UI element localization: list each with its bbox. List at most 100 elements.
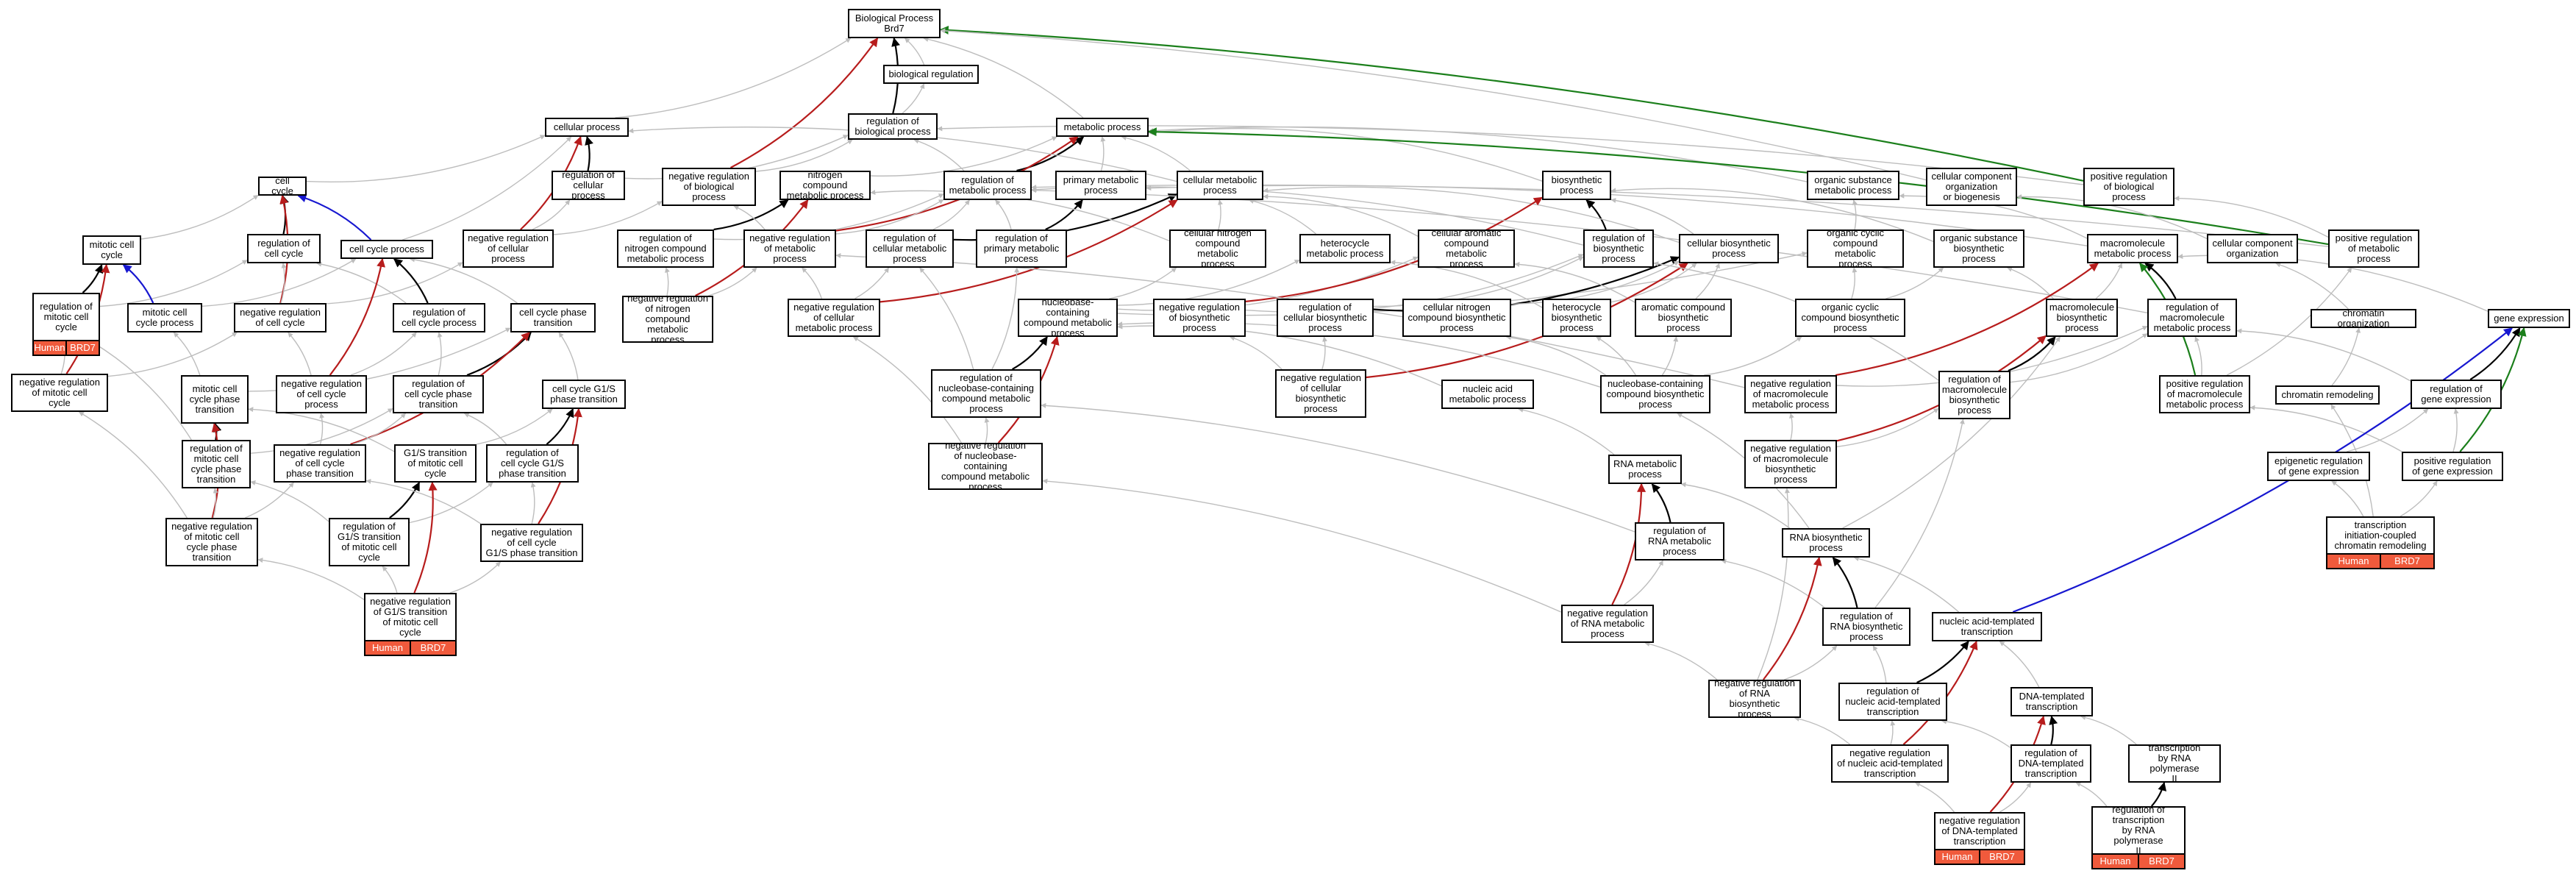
go-term-biological-regulation[interactable]: biological regulation: [883, 65, 979, 84]
is-a-edge: [1695, 263, 1720, 299]
go-term-regulation-of-cell-cycle[interactable]: regulation of cell cycle: [247, 234, 321, 263]
go-term-regulation-of-nucleic-acid-templated-transcription[interactable]: regulation of nucleic acid-templated tra…: [1838, 683, 1947, 721]
go-term-organic-cyclic-compound-metabolic-process[interactable]: organic cyclic compound metabolic proces…: [1807, 229, 1904, 268]
go-term-negative-regulation-of-g1-s-transition-of-mitotic-cell-cycle[interactable]: negative regulation of G1/S transition o…: [364, 593, 457, 641]
regulates-edge: [2008, 336, 2056, 372]
go-term-negative-regulation-of-rna-biosynthetic-process[interactable]: negative regulation of RNA biosynthetic …: [1708, 680, 1801, 718]
go-term-positive-regulation-of-biological-process[interactable]: positive regulation of biological proces…: [2083, 168, 2174, 206]
go-term-regulation-of-mitotic-cell-cycle-phase-transition[interactable]: regulation of mitotic cell cycle phase t…: [182, 440, 251, 488]
go-term-cellular-component-organization[interactable]: cellular component organization: [2207, 234, 2298, 263]
go-term-regulation-of-dna-templated-transcription[interactable]: regulation of DNA-templated transcriptio…: [2011, 744, 2091, 783]
go-term-regulation-of-biological-process[interactable]: regulation of biological process: [848, 113, 938, 140]
go-term-regulation-of-mitotic-cell-cycle[interactable]: regulation of mitotic cell cycle: [32, 293, 100, 341]
go-term-rna-metabolic-process[interactable]: RNA metabolic process: [1608, 455, 1682, 484]
go-term-mitotic-cell-cycle-phase-transition[interactable]: mitotic cell cycle phase transition: [181, 375, 249, 424]
go-term-regulation-of-primary-metabolic-process[interactable]: regulation of primary metabolic process: [976, 229, 1067, 268]
go-term-cell-cycle-g1-s-phase-transition[interactable]: cell cycle G1/S phase transition: [542, 380, 626, 409]
go-term-regulation-of-gene-expression[interactable]: regulation of gene expression: [2411, 380, 2502, 409]
go-term-chromatin-remodeling[interactable]: chromatin remodeling: [2275, 385, 2380, 405]
go-term-nitrogen-compound-metabolic-process[interactable]: nitrogen compound metabolic process: [779, 171, 871, 200]
go-term-cell-cycle-process[interactable]: cell cycle process: [340, 240, 433, 259]
go-term-biosynthetic-process[interactable]: biosynthetic process: [1542, 171, 1611, 200]
go-term-macromolecule-biosynthetic-process[interactable]: macromolecule biosynthetic process: [2046, 299, 2118, 337]
go-term-regulation-of-metabolic-process[interactable]: regulation of metabolic process: [943, 171, 1032, 200]
go-term-regulation-of-nucleobase-containing-compound-metabolic-process[interactable]: regulation of nucleobase-containing comp…: [931, 369, 1041, 418]
go-term-regulation-of-cell-cycle-g1-s-phase-transition[interactable]: regulation of cell cycle G1/S phase tran…: [486, 444, 579, 483]
go-term-negative-regulation-of-cellular-process[interactable]: negative regulation of cellular process: [463, 229, 554, 268]
go-term-macromolecule-metabolic-process[interactable]: macromolecule metabolic process: [2087, 234, 2178, 263]
go-term-metabolic-process[interactable]: metabolic process: [1056, 118, 1149, 137]
go-term-organic-cyclic-compound-biosynthetic-process[interactable]: organic cyclic compound biosynthetic pro…: [1795, 299, 1905, 337]
go-term-primary-metabolic-process[interactable]: primary metabolic process: [1055, 171, 1146, 200]
go-term-nucleic-acid-templated-transcription[interactable]: nucleic acid-templated transcription: [1932, 612, 2042, 641]
go-term-negative-regulation-of-cellular-biosynthetic-process[interactable]: negative regulation of cellular biosynth…: [1275, 369, 1366, 418]
go-term-transcription-initiation-coupled-chromatin-remodeling[interactable]: transcription initiation-coupled chromat…: [2326, 516, 2435, 555]
go-term-organic-substance-biosynthetic-process[interactable]: organic substance biosynthetic process: [1933, 229, 2024, 268]
go-term-negative-regulation-of-metabolic-process[interactable]: negative regulation of metabolic process: [743, 229, 836, 268]
is-a-edge: [2400, 480, 2438, 517]
go-term-regulation-of-macromolecule-metabolic-process[interactable]: regulation of macromolecule metabolic pr…: [2147, 299, 2237, 337]
go-term-negative-regulation-of-nitrogen-compound-metabolic-process[interactable]: negative regulation of nitrogen compound…: [622, 296, 713, 343]
go-term-dna-templated-transcription[interactable]: DNA-templated transcription: [2011, 687, 2093, 716]
go-term-regulation-of-cell-cycle-phase-transition[interactable]: regulation of cell cycle phase transitio…: [393, 375, 484, 413]
gene-tag: BRD7: [2149, 855, 2174, 866]
go-term-negative-regulation-of-cell-cycle[interactable]: negative regulation of cell cycle: [234, 303, 327, 332]
go-term-negative-regulation-of-biological-process[interactable]: negative regulation of biological proces…: [662, 168, 756, 206]
go-term-negative-regulation-of-cellular-metabolic-process[interactable]: negative regulation of cellular metaboli…: [788, 299, 880, 337]
go-term-regulation-of-g1-s-transition-of-mitotic-cell-cycle[interactable]: regulation of G1/S transition of mitotic…: [329, 518, 410, 566]
is-a-edge: [1230, 335, 1282, 370]
go-term-negative-regulation-of-rna-metabolic-process[interactable]: negative regulation of RNA metabolic pro…: [1561, 605, 1654, 643]
go-term-regulation-of-cellular-biosynthetic-process[interactable]: regulation of cellular biosynthetic proc…: [1277, 299, 1374, 337]
go-term-cellular-biosynthetic-process[interactable]: cellular biosynthetic process: [1679, 234, 1779, 263]
go-term-negative-regulation-of-cell-cycle-phase-transition[interactable]: negative regulation of cell cycle phase …: [274, 444, 366, 483]
go-term-negative-regulation-of-mitotic-cell-cycle-phase-transition[interactable]: negative regulation of mitotic cell cycl…: [165, 518, 258, 566]
go-term-positive-regulation-of-macromolecule-metabolic-process[interactable]: positive regulation of macromolecule met…: [2159, 375, 2250, 413]
go-term-organic-substance-metabolic-process[interactable]: organic substance metabolic process: [1807, 171, 1899, 200]
go-term-regulation-of-nitrogen-compound-metabolic-process[interactable]: regulation of nitrogen compound metaboli…: [617, 229, 714, 268]
go-term-negative-regulation-of-mitotic-cell-cycle[interactable]: negative regulation of mitotic cell cycl…: [11, 374, 108, 412]
go-term-negative-regulation-of-macromolecule-metabolic-process[interactable]: negative regulation of macromolecule met…: [1744, 375, 1837, 413]
go-term-regulation-of-transcription-by-rna-polymerase-ii[interactable]: regulation of transcription by RNA polym…: [2091, 806, 2186, 855]
go-term-regulation-of-cell-cycle-process[interactable]: regulation of cell cycle process: [393, 303, 485, 332]
go-term-negative-regulation-of-biosynthetic-process[interactable]: negative regulation of biosynthetic proc…: [1153, 299, 1246, 337]
go-term-regulation-of-biosynthetic-process[interactable]: regulation of biosynthetic process: [1583, 229, 1654, 268]
go-term-negative-regulation-of-macromolecule-biosynthetic-process[interactable]: negative regulation of macromolecule bio…: [1744, 440, 1837, 488]
go-term-negative-regulation-of-cell-cycle-g1-s-phase-transition[interactable]: negative regulation of cell cycle G1/S p…: [480, 524, 583, 562]
is-a-edge: [402, 136, 572, 241]
go-term-aromatic-compound-biosynthetic-process[interactable]: aromatic compound biosynthetic process: [1635, 299, 1732, 337]
go-term-root[interactable]: Biological Process Brd7: [848, 9, 941, 38]
go-term-regulation-of-rna-metabolic-process[interactable]: regulation of RNA metabolic process: [1635, 522, 1724, 561]
go-term-cellular-process[interactable]: cellular process: [545, 118, 629, 137]
go-term-negative-regulation-of-dna-templated-transcription[interactable]: negative regulation of DNA-templated tra…: [1934, 812, 2025, 850]
go-term-rna-biosynthetic-process[interactable]: RNA biosynthetic process: [1782, 528, 1870, 558]
go-term-nucleic-acid-metabolic-process[interactable]: nucleic acid metabolic process: [1441, 380, 1534, 409]
go-term-cellular-metabolic-process[interactable]: cellular metabolic process: [1177, 171, 1263, 200]
go-term-transcription-by-rna-polymerase-ii[interactable]: transcription by RNA polymerase II: [2128, 744, 2221, 783]
go-term-cell-cycle[interactable]: cell cycle: [258, 177, 307, 196]
go-term-regulation-of-rna-biosynthetic-process[interactable]: regulation of RNA biosynthetic process: [1822, 608, 1910, 646]
go-term-cellular-nitrogen-compound-metabolic-process[interactable]: cellular nitrogen compound metabolic pro…: [1169, 229, 1266, 268]
go-term-chromatin-organization[interactable]: chromatin organization: [2311, 309, 2416, 328]
go-term-heterocycle-metabolic-process[interactable]: heterocycle metabolic process: [1299, 234, 1391, 263]
go-term-heterocycle-biosynthetic-process[interactable]: heterocycle biosynthetic process: [1542, 299, 1611, 337]
go-term-negative-regulation-of-nucleobase-containing-compound-metabolic-process[interactable]: negative regulation of nucleobase-contai…: [928, 443, 1043, 490]
go-term-cellular-nitrogen-compound-biosynthetic-process[interactable]: cellular nitrogen compound biosynthetic …: [1402, 299, 1511, 337]
go-term-gene-expression[interactable]: gene expression: [2488, 309, 2570, 328]
go-term-cellular-aromatic-compound-metabolic-process[interactable]: cellular aromatic compound metabolic pro…: [1418, 229, 1515, 268]
is-a-edge: [553, 201, 663, 235]
go-term-negative-regulation-of-nucleic-acid-templated-transcription[interactable]: negative regulation of nucleic acid-temp…: [1831, 744, 1949, 783]
go-term-cellular-component-organization-or-biogenesis[interactable]: cellular component organization or bioge…: [1926, 168, 2017, 206]
go-term-negative-regulation-of-cell-cycle-process[interactable]: negative regulation of cell cycle proces…: [276, 375, 367, 413]
go-term-regulation-of-macromolecule-biosynthetic-process[interactable]: regulation of macromolecule biosynthetic…: [1938, 371, 2011, 419]
go-term-regulation-of-cellular-process[interactable]: regulation of cellular process: [552, 171, 625, 200]
go-term-mitotic-cell-cycle[interactable]: mitotic cell cycle: [82, 235, 141, 265]
go-term-epigenetic-regulation-of-gene-expression[interactable]: epigenetic regulation of gene expression: [2267, 452, 2370, 481]
go-term-g1-s-transition-of-mitotic-cell-cycle[interactable]: G1/S transition of mitotic cell cycle: [394, 444, 477, 483]
go-term-nucleobase-containing-compound-metabolic-process[interactable]: nucleobase-containing compound metabolic…: [1018, 299, 1118, 337]
go-term-nucleobase-containing-compound-biosynthetic-process[interactable]: nucleobase-containing compound biosynthe…: [1600, 375, 1710, 413]
go-term-cell-cycle-phase-transition[interactable]: cell cycle phase transition: [510, 303, 596, 332]
go-term-mitotic-cell-cycle-process[interactable]: mitotic cell cycle process: [127, 303, 202, 332]
go-term-positive-regulation-of-gene-expression[interactable]: positive regulation of gene expression: [2402, 452, 2503, 481]
go-term-regulation-of-cellular-metabolic-process[interactable]: regulation of cellular metabolic process: [866, 229, 954, 268]
go-term-positive-regulation-of-metabolic-process[interactable]: positive regulation of metabolic process: [2328, 229, 2419, 268]
